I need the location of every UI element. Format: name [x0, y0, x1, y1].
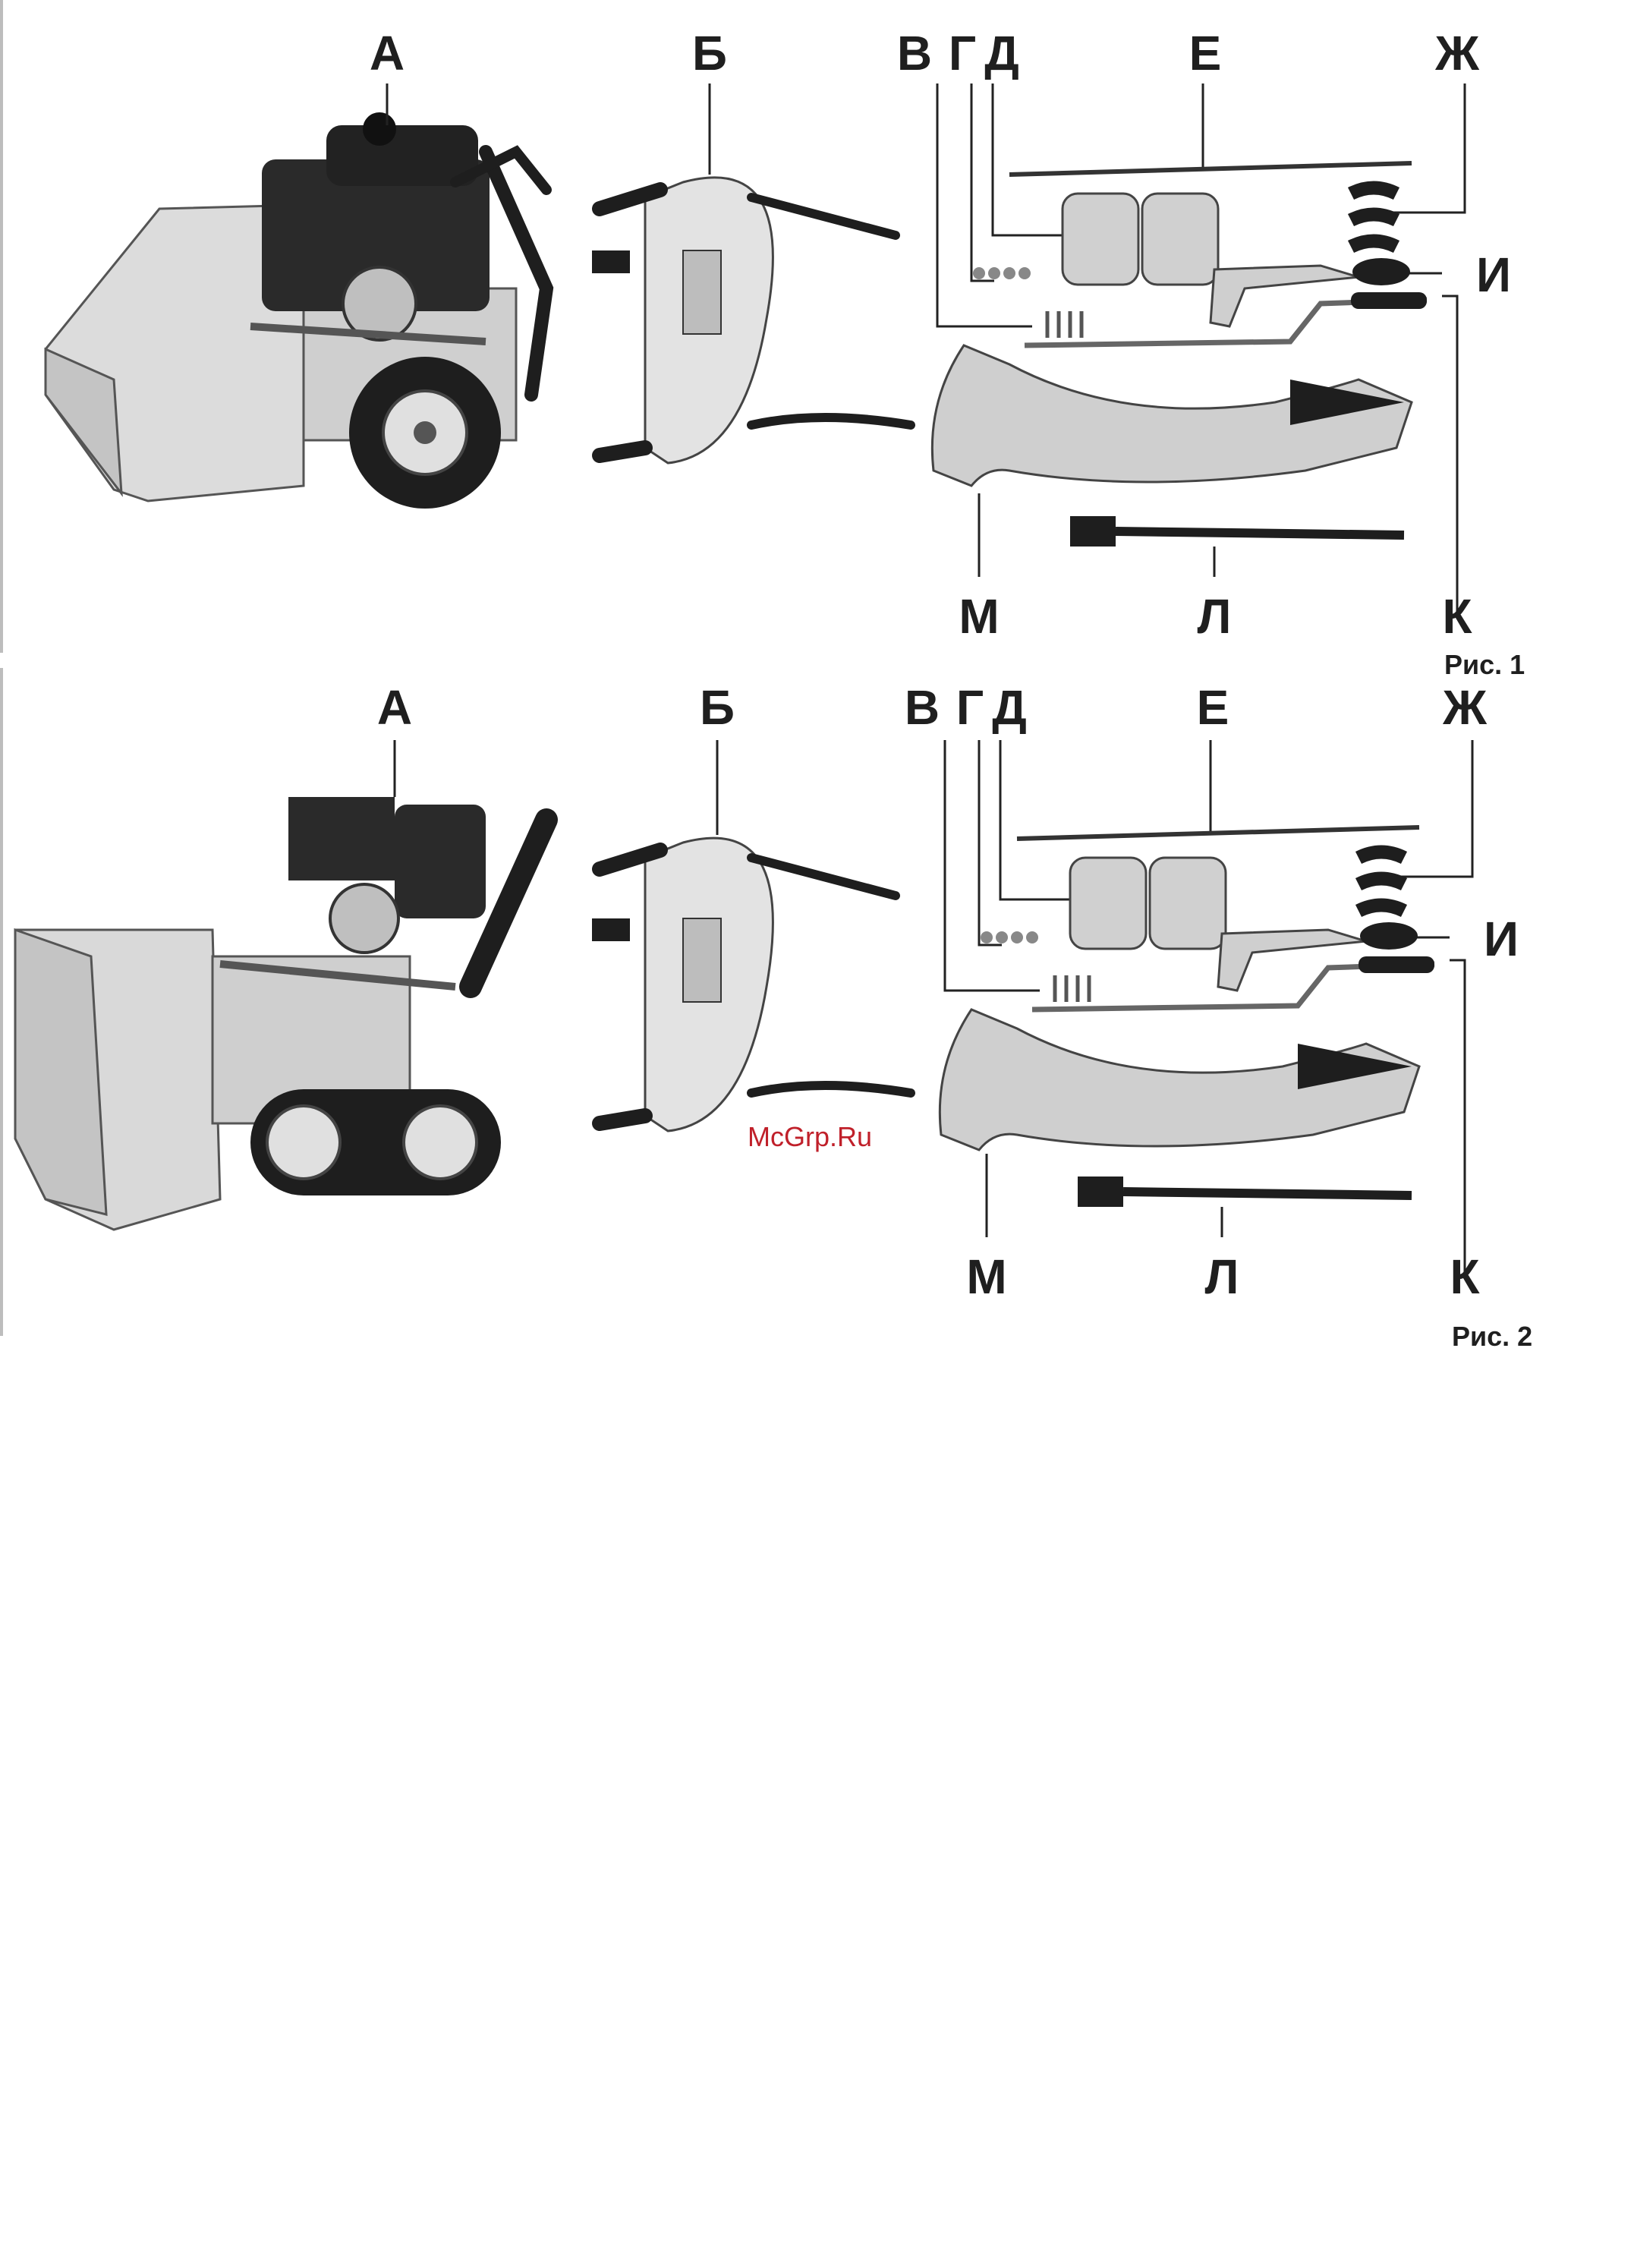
- shims-part: [1351, 188, 1396, 247]
- snow-blower-wheeled: [46, 112, 546, 509]
- label-d: Д: [984, 29, 1019, 77]
- bolts-part: [1055, 975, 1089, 1002]
- label-v: В: [897, 29, 932, 77]
- label-i: И: [1484, 915, 1519, 963]
- control-panel: [592, 838, 911, 1131]
- bracket-part: [1211, 266, 1359, 326]
- clips-part: [981, 931, 1038, 943]
- label-m: М: [959, 592, 999, 641]
- shims-part: [1359, 852, 1404, 912]
- label-l: Л: [1198, 592, 1232, 641]
- label-m: М: [966, 1252, 1006, 1301]
- label-d: Д: [992, 683, 1027, 732]
- control-panel: [592, 178, 911, 463]
- label-zh: Ж: [1435, 29, 1479, 77]
- label-e: Е: [1189, 29, 1222, 77]
- label-v: В: [905, 683, 940, 732]
- figure-caption: Рис. 2: [1452, 1323, 1532, 1350]
- label-g: Г: [956, 683, 984, 732]
- figure-1: А Б В Г Д Е Ж И К Л М Рис. 1: [0, 0, 1634, 659]
- bolts-part: [1047, 311, 1081, 338]
- figure-1-drawing: [0, 0, 1634, 659]
- watermark: McGrp.Ru: [748, 1123, 872, 1151]
- label-l: Л: [1205, 1252, 1239, 1301]
- clips-part: [973, 267, 1031, 279]
- figure-2: А Б В Г Д Е Ж И К Л М Рис. 2: [0, 668, 1634, 1336]
- label-a: А: [370, 29, 405, 77]
- label-g: Г: [949, 29, 976, 77]
- label-b: Б: [692, 29, 727, 77]
- plate-part: [1150, 858, 1226, 949]
- snow-blower-tracked: [15, 797, 546, 1230]
- label-i: И: [1476, 250, 1511, 299]
- handle-part: [1070, 516, 1116, 547]
- chute-part: [940, 1010, 1419, 1150]
- plate-part: [1063, 194, 1138, 285]
- plate-part: [1070, 858, 1146, 949]
- rod-part: [1009, 163, 1412, 175]
- label-k: К: [1442, 592, 1472, 641]
- label-k: К: [1450, 1252, 1479, 1301]
- label-a: А: [377, 683, 412, 732]
- label-e: Е: [1197, 683, 1229, 732]
- label-zh: Ж: [1443, 683, 1487, 732]
- figure-2-drawing: [0, 668, 1634, 1336]
- rod-part: [1017, 827, 1419, 839]
- label-b: Б: [700, 683, 735, 732]
- plate-part: [1142, 194, 1218, 285]
- handle-part: [1078, 1177, 1123, 1207]
- bracket-part: [1218, 930, 1366, 991]
- chute-part: [932, 345, 1412, 486]
